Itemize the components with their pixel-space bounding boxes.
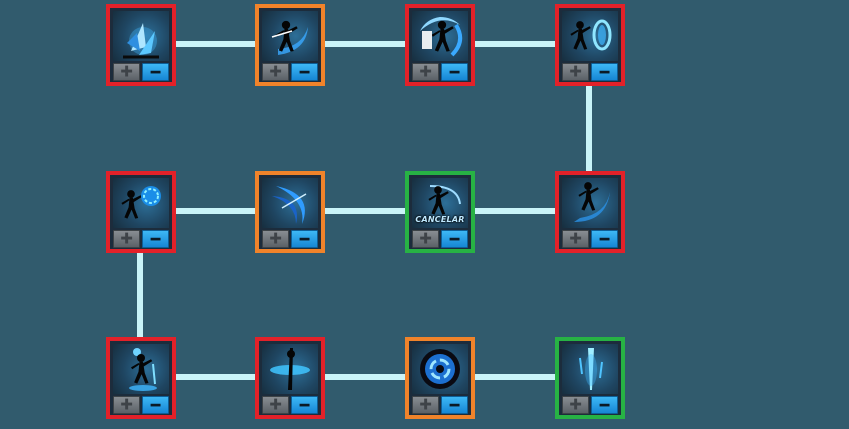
skill-node-r3c2[interactable]: ✚━ [255, 337, 325, 419]
add-skill-point-button[interactable]: ✚ [412, 396, 439, 414]
plus-icon: ✚ [120, 395, 133, 414]
skill-controls: ✚━ [562, 396, 618, 414]
plus-icon: ✚ [120, 229, 133, 248]
add-skill-point-button[interactable]: ✚ [562, 230, 589, 248]
skill-controls: ✚━ [412, 63, 468, 81]
remove-skill-point-button[interactable]: ━ [441, 230, 468, 248]
energy-shield-icon [562, 11, 618, 61]
skill-node-r1c4[interactable]: ✚━ [555, 4, 625, 86]
light-beam-icon [562, 344, 618, 394]
remove-skill-point-button[interactable]: ━ [291, 63, 318, 81]
skill-controls: ✚━ [262, 230, 318, 248]
connector-row1-3 [473, 41, 557, 47]
remove-skill-point-button[interactable]: ━ [142, 63, 169, 81]
plus-icon: ✚ [269, 395, 282, 414]
add-skill-point-button[interactable]: ✚ [412, 230, 439, 248]
minus-icon: ━ [299, 229, 310, 249]
connector-row2-1 [174, 208, 257, 214]
add-skill-point-button[interactable]: ✚ [262, 63, 289, 81]
add-skill-point-button[interactable]: ✚ [113, 230, 140, 248]
add-skill-point-button[interactable]: ✚ [262, 230, 289, 248]
ice-shards-icon [113, 11, 169, 61]
plus-icon: ✚ [569, 395, 582, 414]
connector-row1-2 [323, 41, 407, 47]
minus-icon: ━ [299, 395, 310, 415]
remove-skill-point-button[interactable]: ━ [142, 396, 169, 414]
blue-crescent-icon [262, 178, 318, 228]
minus-icon: ━ [150, 395, 161, 415]
skill-controls: ✚━ [113, 396, 169, 414]
connector-row2-3 [473, 208, 557, 214]
remove-skill-point-button[interactable]: ━ [591, 63, 618, 81]
connector-row3-2 [323, 374, 407, 380]
skill-node-r3c4[interactable]: ✚━ [555, 337, 625, 419]
spinning-blade-icon [262, 344, 318, 394]
connector-row2-2 [323, 208, 407, 214]
minus-icon: ━ [150, 62, 161, 82]
minus-icon: ━ [449, 229, 460, 249]
plus-icon: ✚ [419, 229, 432, 248]
skill-controls: ✚━ [262, 63, 318, 81]
skill-controls: ✚━ [562, 230, 618, 248]
skill-node-r3c1[interactable]: ✚━ [106, 337, 176, 419]
remove-skill-point-button[interactable]: ━ [441, 63, 468, 81]
skill-node-r2c4[interactable]: ✚━ [555, 171, 625, 253]
add-skill-point-button[interactable]: ✚ [562, 396, 589, 414]
connector-vertical-left [137, 251, 143, 339]
skill-controls: ✚━ [262, 396, 318, 414]
connector-row3-1 [174, 374, 257, 380]
add-skill-point-button[interactable]: ✚ [262, 396, 289, 414]
plus-icon: ✚ [419, 395, 432, 414]
skill-label: CANCELAR [415, 215, 465, 224]
energy-orb-icon [113, 178, 169, 228]
minus-icon: ━ [449, 395, 460, 415]
skill-node-r2c2[interactable]: ✚━ [255, 171, 325, 253]
plus-icon: ✚ [269, 229, 282, 248]
connector-vertical-right [586, 84, 592, 173]
plus-icon: ✚ [120, 62, 133, 81]
minus-icon: ━ [599, 395, 610, 415]
plus-icon: ✚ [569, 229, 582, 248]
rising-slash-icon [562, 178, 618, 228]
add-skill-point-button[interactable]: ✚ [412, 63, 439, 81]
skill-node-r1c2[interactable]: ✚━ [255, 4, 325, 86]
remove-skill-point-button[interactable]: ━ [291, 396, 318, 414]
remove-skill-point-button[interactable]: ━ [291, 230, 318, 248]
plus-icon: ✚ [419, 62, 432, 81]
vortex-icon [412, 344, 468, 394]
plus-icon: ✚ [569, 62, 582, 81]
minus-icon: ━ [299, 62, 310, 82]
minus-icon: ━ [449, 62, 460, 82]
skill-controls: ✚━ [562, 63, 618, 81]
remove-skill-point-button[interactable]: ━ [591, 230, 618, 248]
remove-skill-point-button[interactable]: ━ [441, 396, 468, 414]
minus-icon: ━ [599, 229, 610, 249]
add-skill-point-button[interactable]: ✚ [562, 63, 589, 81]
add-skill-point-button[interactable]: ✚ [113, 396, 140, 414]
ground-burst-icon [113, 344, 169, 394]
skill-node-r2c1[interactable]: ✚━ [106, 171, 176, 253]
add-skill-point-button[interactable]: ✚ [113, 63, 140, 81]
skill-controls: ✚━ [113, 230, 169, 248]
skill-controls: ✚━ [113, 63, 169, 81]
minus-icon: ━ [599, 62, 610, 82]
spin-slash-icon [412, 11, 468, 61]
cancel-stance-icon: CANCELAR [412, 178, 468, 228]
skill-node-r3c3[interactable]: ✚━ [405, 337, 475, 419]
skill-node-r1c1[interactable]: ✚━ [106, 4, 176, 86]
connector-row1-1 [174, 41, 257, 47]
sword-slash-icon [262, 11, 318, 61]
plus-icon: ✚ [269, 62, 282, 81]
skill-node-r1c3[interactable]: ✚━ [405, 4, 475, 86]
remove-skill-point-button[interactable]: ━ [142, 230, 169, 248]
skill-node-r2c3[interactable]: CANCELAR✚━ [405, 171, 475, 253]
connector-row3-3 [473, 374, 557, 380]
skill-controls: ✚━ [412, 230, 468, 248]
minus-icon: ━ [150, 229, 161, 249]
skill-controls: ✚━ [412, 396, 468, 414]
remove-skill-point-button[interactable]: ━ [591, 396, 618, 414]
